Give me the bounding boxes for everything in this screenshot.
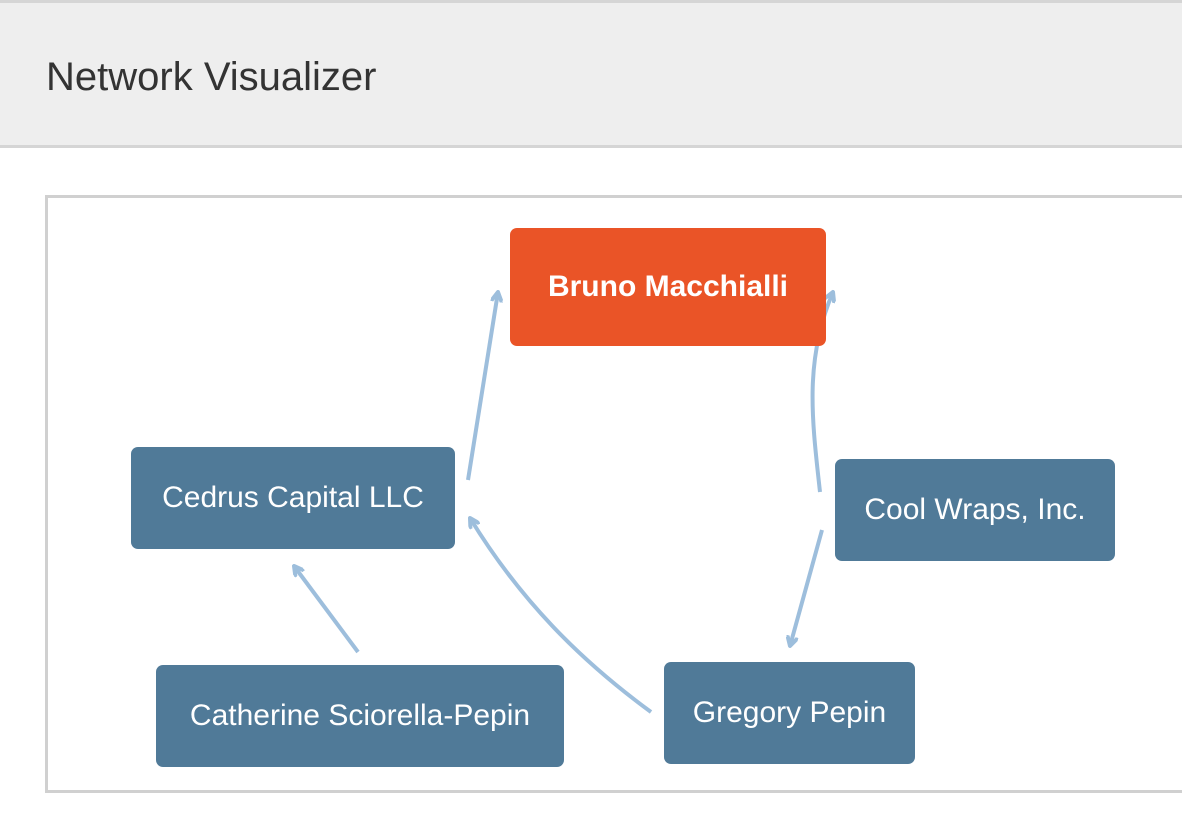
node-label: Cedrus Capital LLC: [162, 481, 424, 514]
app-header: Network Visualizer: [0, 0, 1182, 148]
node-catherine-sciorella-pepin[interactable]: Catherine Sciorella-Pepin: [156, 665, 564, 767]
node-label: Catherine Sciorella-Pepin: [189, 699, 531, 732]
node-gregory-pepin[interactable]: Gregory Pepin: [664, 662, 915, 764]
node-label: Cool Wraps, Inc.: [864, 493, 1086, 526]
node-cool-wraps[interactable]: Cool Wraps, Inc.: [835, 459, 1115, 561]
node-label: Bruno Macchialli: [547, 270, 789, 303]
node-label: Gregory Pepin: [692, 696, 887, 729]
page-title: Network Visualizer: [46, 55, 377, 99]
node-bruno-macchialli[interactable]: Bruno Macchialli: [510, 228, 826, 346]
node-cedrus-capital[interactable]: Cedrus Capital LLC: [131, 447, 455, 549]
